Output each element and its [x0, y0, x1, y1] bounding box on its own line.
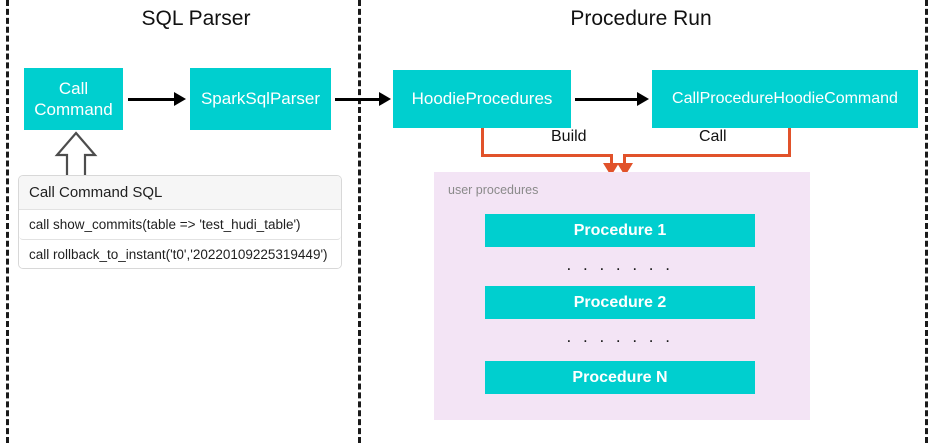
edge-build-vertical-left [481, 128, 484, 157]
call-command-sql-list[interactable]: Call Command SQL call show_commits(table… [18, 175, 342, 269]
procedure-item[interactable]: Procedure 2 [485, 286, 755, 319]
node-spark-sql-parser[interactable]: SparkSqlParser [190, 68, 331, 130]
hollow-up-arrow-icon [52, 130, 100, 180]
edge-hoodie-to-callprocedure-arrowhead [637, 92, 649, 106]
procedure-item[interactable]: Procedure N [485, 361, 755, 394]
procedure-item[interactable]: Procedure 1 [485, 214, 755, 247]
node-hoodie-procedures[interactable]: HoodieProcedures [393, 70, 571, 128]
node-call-command[interactable]: Call Command [24, 68, 123, 130]
divider-middle [358, 0, 361, 443]
edge-build-vertical-down [610, 154, 613, 167]
edge-call-command-to-spark-line [128, 98, 174, 101]
procedures-ellipsis: . . . . . . . [566, 327, 674, 346]
divider-left [6, 0, 9, 443]
divider-right [925, 0, 928, 443]
node-call-command-line2: Command [34, 100, 113, 119]
call-command-sql-row[interactable]: call show_commits(table => 'test_hudi_ta… [19, 210, 341, 240]
section-title-procedure-run: Procedure Run [570, 7, 712, 30]
edge-call-horizontal [623, 154, 791, 157]
edge-build-horizontal [481, 154, 613, 157]
node-call-procedure-hoodie-command[interactable]: CallProcedureHoodieCommand [652, 70, 918, 128]
edge-spark-to-hoodie-arrowhead [379, 92, 391, 106]
node-call-command-line1: Call [58, 78, 89, 98]
procedures-ellipsis: . . . . . . . [566, 255, 674, 274]
user-procedures-caption: user procedures [448, 183, 539, 197]
call-command-sql-row[interactable]: call rollback_to_instant('t0','202201092… [19, 240, 341, 268]
call-command-sql-header: Call Command SQL [19, 176, 341, 210]
edge-hoodie-to-callprocedure-line [575, 98, 637, 101]
edge-label-build: Build [547, 128, 591, 146]
edge-spark-to-hoodie-line [335, 98, 379, 101]
edge-label-call: Call [695, 128, 731, 146]
edge-call-vertical-down [623, 154, 626, 167]
edge-call-vertical-right [788, 128, 791, 157]
edge-call-command-to-spark-arrowhead [174, 92, 186, 106]
section-title-sql-parser: SQL Parser [141, 7, 251, 30]
